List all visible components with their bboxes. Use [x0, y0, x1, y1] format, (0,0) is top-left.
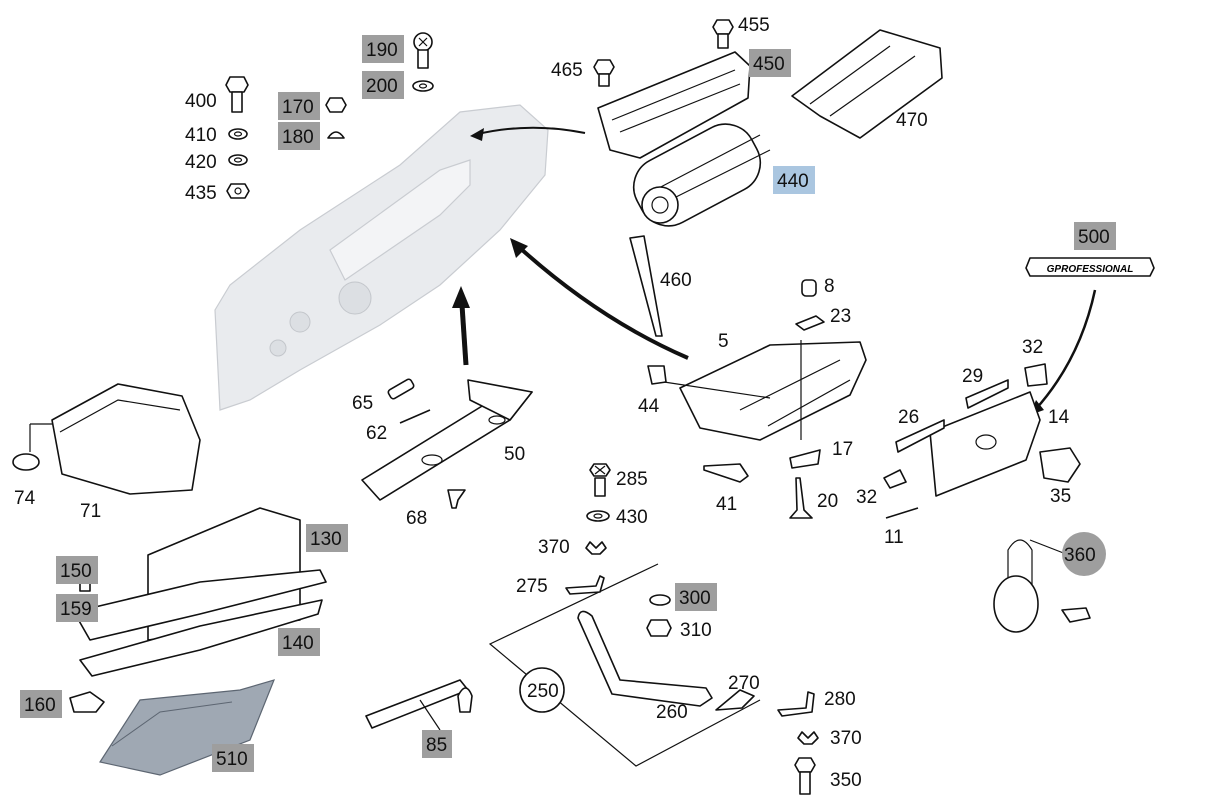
label-44: 44 [638, 396, 660, 417]
label-270: 270 [728, 673, 760, 694]
label-465: 465 [551, 60, 583, 81]
label-130: 130 [310, 529, 342, 550]
badge: GPROFESSIONAL [1025, 257, 1155, 277]
label-29: 29 [962, 366, 983, 387]
label-500: 500 [1078, 227, 1110, 248]
label-32-top: 32 [1022, 337, 1043, 358]
label-450: 450 [753, 54, 785, 75]
label-275: 275 [516, 576, 548, 597]
label-160: 160 [24, 695, 56, 716]
label-460: 460 [660, 270, 692, 291]
label-370-top: 370 [538, 537, 570, 558]
label-190: 190 [366, 40, 398, 61]
label-370-bottom: 370 [830, 728, 862, 749]
label-50: 50 [504, 444, 525, 465]
fasteners-left-top [225, 32, 434, 199]
label-35: 35 [1050, 486, 1071, 507]
label-420: 420 [185, 152, 217, 173]
label-17: 17 [832, 439, 853, 460]
glovebox-lid [361, 378, 533, 509]
label-11: 11 [884, 527, 904, 548]
label-68: 68 [406, 508, 427, 529]
dashboard-ghost [214, 104, 549, 411]
label-26: 26 [898, 407, 919, 428]
label-150: 150 [60, 561, 92, 582]
label-170: 170 [282, 97, 314, 118]
label-510: 510 [216, 749, 248, 770]
glovebox-body [647, 279, 867, 519]
label-310: 310 [680, 620, 712, 641]
left-tray [12, 383, 201, 495]
label-180: 180 [282, 127, 314, 148]
label-250: 250 [527, 681, 559, 702]
strap-group [488, 463, 819, 795]
highlight-boxes [20, 35, 1116, 772]
label-65: 65 [352, 393, 373, 414]
label-440: 440 [777, 171, 809, 192]
label-85: 85 [426, 735, 447, 756]
label-280: 280 [824, 689, 856, 710]
label-5: 5 [718, 331, 729, 352]
label-400: 400 [185, 91, 217, 112]
label-8: 8 [824, 276, 835, 297]
part-labels: 400 410 420 435 170 180 190 200 455 465 … [14, 15, 1110, 791]
label-260: 260 [656, 702, 688, 723]
airbag-module [593, 19, 943, 337]
label-20: 20 [817, 491, 838, 512]
lower-trim-left [69, 507, 327, 776]
handle [365, 679, 473, 731]
lid-assembly-right [883, 363, 1091, 633]
label-200: 200 [366, 76, 398, 97]
label-32-bottom: 32 [856, 487, 877, 508]
label-62: 62 [366, 423, 387, 444]
label-71: 71 [80, 501, 101, 522]
label-430: 430 [616, 507, 648, 528]
label-360: 360 [1064, 545, 1096, 566]
label-74: 74 [14, 488, 36, 509]
label-14: 14 [1048, 407, 1070, 428]
label-435: 435 [185, 183, 217, 204]
label-285: 285 [616, 469, 648, 490]
label-140: 140 [282, 633, 314, 654]
label-470: 470 [896, 110, 928, 131]
label-41: 41 [716, 494, 737, 515]
label-455: 455 [738, 15, 770, 36]
badge-text: GPROFESSIONAL [1047, 264, 1134, 275]
label-23: 23 [830, 306, 851, 327]
assembly-arrows [452, 126, 1097, 415]
label-410: 410 [185, 125, 217, 146]
label-350: 350 [830, 770, 862, 791]
label-159: 159 [60, 599, 92, 620]
label-300: 300 [679, 588, 711, 609]
